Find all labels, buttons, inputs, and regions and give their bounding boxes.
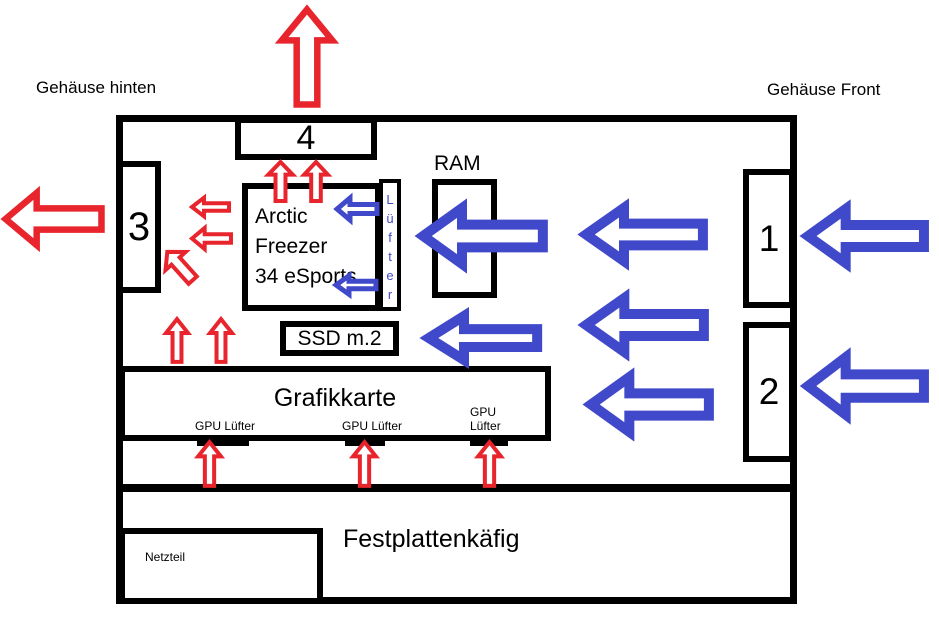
ram-label: RAM [434,152,481,175]
fan-number-1: 1 [758,217,780,259]
psu-box: Netzteil [119,528,323,604]
warm-air-arrow-to-rear-fan-1-icon [191,196,230,218]
warm-air-rising-arrow-2-icon [208,318,234,363]
cool-air-arrow-to-ssd-icon [426,312,540,364]
cool-air-arrow-to-ram-icon [420,203,546,269]
cpu-cooler-box: Arctic Freezer 34 eSports [242,183,381,311]
fan-box-top-exhaust: 4 [235,117,377,160]
cooler-intake-arrow-bottom-icon [335,274,377,296]
exhaust-arrow-top-up-icon [277,7,337,107]
gpu-fan-arrow-3-icon [476,441,503,487]
cooler-intake-arrow-top-icon [336,196,378,222]
case-back-label: Gehäuse hinten [36,78,157,97]
psu-label: Netzteil [145,550,186,564]
gpu-fan-label-1: GPU Lüfter [194,419,256,433]
warm-air-arrow-diagonal-icon [155,240,206,291]
gpu-label: Grafikkarte [273,384,397,412]
cool-air-arrow-row1-right-icon [583,203,706,266]
fan-box-front-top-intake: 1 [743,169,795,308]
gpu-fan-label-3: GPU Lüfter [470,405,501,433]
cpu-cooler-name-line1: Arctic Freezer [255,205,328,259]
cpu-cooler-fan-label: Lüfter [382,192,398,306]
warm-air-arrow-to-rear-fan-2-icon [191,226,232,251]
cooler-exhaust-arrow-2-icon [302,161,330,202]
cool-air-arrow-row2-right-icon [583,293,707,357]
gpu-fan-arrow-2-icon [351,441,378,487]
fan-box-rear-exhaust: 3 [117,161,161,293]
hdd-cage-label: Festplattenkäfig [343,525,520,553]
case-front-label: Gehäuse Front [767,80,881,99]
ssd-box: SSD m.2 [280,321,399,356]
cool-air-arrow-row3-icon [588,372,712,437]
fan-number-2: 2 [758,371,780,412]
cpu-cooler-fan-strip: Lüfter [379,179,401,311]
cpu-cooler-name-line2: 34 eSports [255,264,357,288]
warm-air-rising-arrow-1-icon [164,318,190,363]
ssd-label: SSD m.2 [297,326,382,350]
case-divider-line [116,484,797,492]
gpu-box: Grafikkarte GPU Lüfter GPU Lüfter GPU Lü… [119,366,551,441]
exhaust-arrow-rear-left-icon [3,188,104,250]
gpu-fan-label-2: GPU Lüfter [341,419,403,433]
intake-arrow-front-top-icon [805,204,927,268]
fan-box-front-bottom-intake: 2 [743,322,795,462]
gpu-fan-arrow-1-icon [196,441,223,487]
fan-number-3: 3 [127,204,151,249]
cooler-exhaust-arrow-1-icon [266,161,295,202]
fan-number-4: 4 [296,119,316,157]
intake-arrow-front-bottom-icon [805,352,927,420]
gpu-fan-mount-mark-1 [197,440,249,446]
